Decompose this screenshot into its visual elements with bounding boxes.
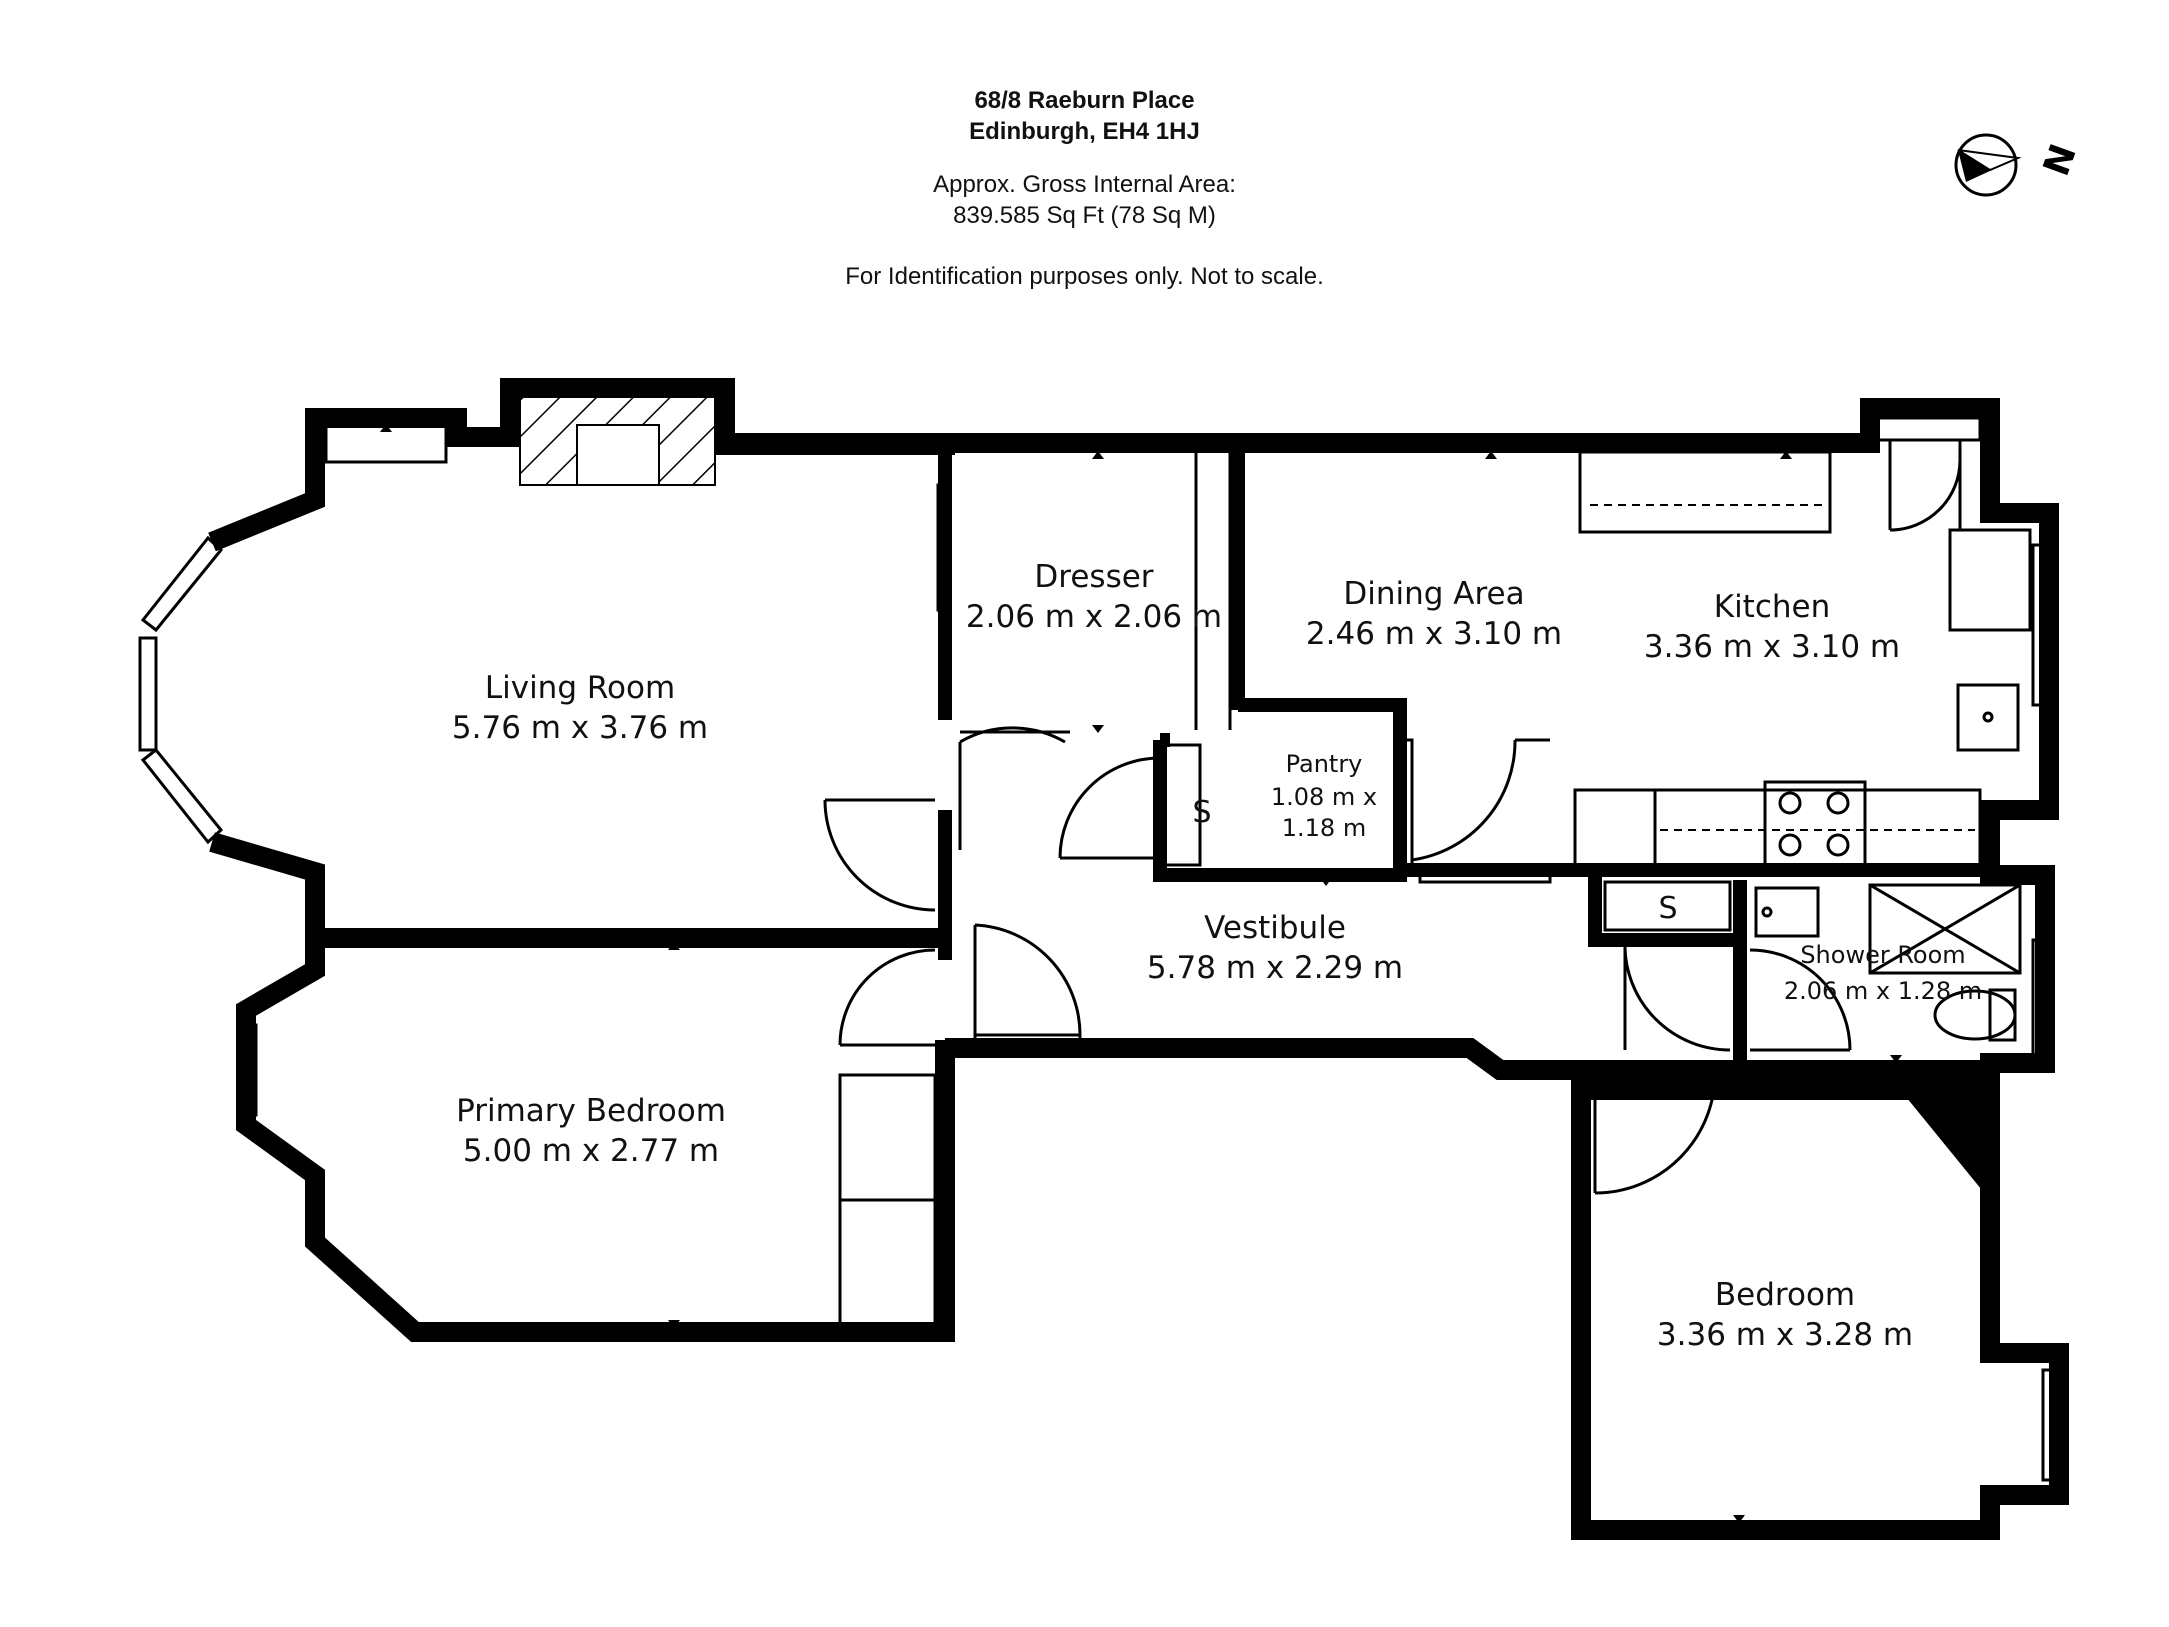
north-label: N: [2036, 139, 2085, 181]
pantry-name: Pantry: [1286, 750, 1363, 778]
compass-icon: N: [1954, 133, 2085, 197]
dimension-markers: [380, 424, 1902, 1523]
dining-area-size: 2.46 m x 3.10 m: [1306, 616, 1562, 652]
primary-bedroom-name: Primary Bedroom: [456, 1093, 726, 1129]
address-line-2: Edinburgh, EH4 1HJ: [969, 118, 1200, 145]
doors: [823, 440, 1962, 1195]
area-line-1: Approx. Gross Internal Area:: [933, 171, 1236, 198]
shower-room-size: 2.06 m x 1.28 m: [1784, 977, 1982, 1005]
store-label-1: S: [1192, 795, 1211, 830]
fireplace: [519, 394, 716, 486]
dining-area-name: Dining Area: [1343, 576, 1524, 612]
disclaimer: For Identification purposes only. Not to…: [845, 263, 1324, 290]
shower-room-name: Shower Room: [1800, 941, 1965, 969]
kitchen-size: 3.36 m x 3.10 m: [1644, 629, 1900, 665]
kitchen-name: Kitchen: [1714, 589, 1831, 625]
dresser-name: Dresser: [1034, 559, 1153, 595]
dresser-size: 2.06 m x 2.06 m: [966, 599, 1222, 635]
living-room-bay-window: [138, 535, 224, 845]
windows: [238, 416, 2061, 1482]
bedroom-size: 3.36 m x 3.28 m: [1657, 1317, 1913, 1353]
area-line-2: 839.585 Sq Ft (78 Sq M): [953, 202, 1216, 229]
living-room-size: 5.76 m x 3.76 m: [452, 710, 708, 746]
store-label-2: S: [1658, 891, 1677, 926]
wall-wedge: [1880, 1065, 1990, 1200]
interior-walls: [938, 445, 1980, 1065]
vestibule-size: 5.78 m x 2.29 m: [1147, 950, 1403, 986]
dashed-lines: [1590, 504, 1975, 831]
vestibule-name: Vestibule: [1204, 910, 1346, 946]
primary-bedroom-size: 5.00 m x 2.77 m: [463, 1133, 719, 1169]
bedroom-name: Bedroom: [1715, 1277, 1855, 1313]
pantry-size-1: 1.08 m x: [1271, 783, 1377, 811]
living-room-name: Living Room: [485, 670, 675, 706]
pantry-size-2: 1.18 m: [1282, 814, 1366, 842]
address-line-1: 68/8 Raeburn Place: [974, 87, 1195, 114]
